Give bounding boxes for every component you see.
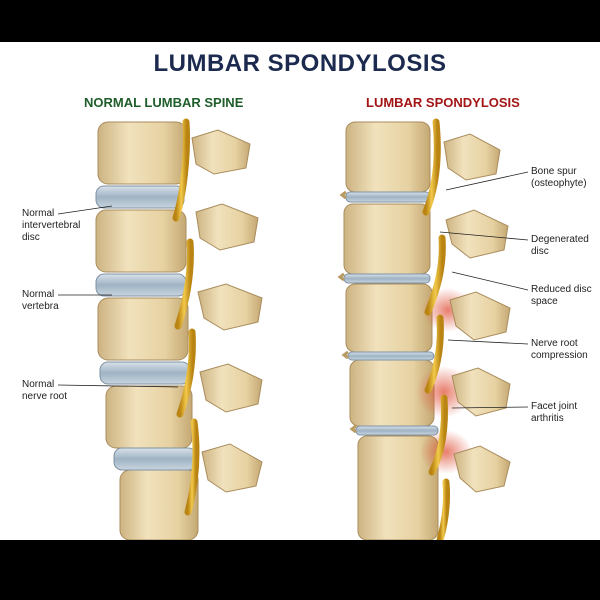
normal-posterior-element-4 [199, 363, 263, 413]
spond-osteophytes-left [337, 190, 357, 434]
normal-vertebra-3 [97, 297, 189, 361]
label-reduced-space: Reduced disc space [531, 284, 592, 307]
main-title: LUMBAR SPONDYLOSIS [153, 50, 447, 77]
spond-vertebra-5 [357, 435, 439, 540]
spond-disc-3 [347, 351, 435, 361]
spine-illustration [57, 118, 529, 540]
spond-nerve-root-3 [424, 314, 444, 394]
normal-nerve-root-3 [176, 328, 196, 418]
normal-nerve-root-4 [184, 418, 200, 516]
spond-posterior-element-1 [443, 133, 501, 181]
leader-normal-disc [57, 205, 113, 215]
normal-posterior-element-2 [195, 203, 259, 251]
label-nerve-compression: Nerve root compression [531, 338, 588, 361]
normal-vertebra-1 [97, 121, 187, 185]
normal-spine-heading: NORMAL LUMBAR SPINE [84, 95, 244, 110]
normal-spine [95, 118, 263, 540]
leader-bone-spur [445, 171, 529, 191]
spond-disc-1 [345, 191, 431, 203]
spond-vertebra-2 [343, 203, 431, 275]
normal-nerve-root-2 [174, 238, 194, 330]
leader-reduced-space [451, 271, 529, 291]
spond-disc-2 [343, 273, 431, 284]
spond-posterior-element-2 [445, 209, 509, 259]
spond-posterior-element-3 [449, 291, 511, 341]
leader-degenerated-disc [439, 231, 529, 241]
normal-posterior-element-3 [197, 283, 263, 331]
label-bone-spur: Bone spur (osteophyte) [531, 166, 587, 189]
normal-disc-1 [95, 185, 185, 209]
spond-nerve-root-1 [422, 118, 441, 216]
normal-disc-3 [99, 361, 191, 385]
spond-posterior-element-4 [451, 367, 511, 417]
leader-nerve-compression [447, 339, 529, 345]
label-normal-nerve: Normal nerve root [22, 379, 68, 402]
normal-disc-2 [95, 273, 187, 297]
normal-posterior-element-5 [201, 443, 263, 493]
label-facet-arthritis: Facet joint arthritis [531, 401, 578, 424]
normal-vertebra-2 [95, 209, 187, 273]
illustration-frame: LUMBAR SPONDYLOSIS NORMAL LUMBAR SPINE L… [0, 42, 600, 540]
normal-disc-4 [113, 447, 197, 471]
leader-lines [57, 171, 529, 409]
spond-nerve-root-4 [428, 394, 448, 476]
spond-vertebra-1 [345, 121, 431, 193]
leader-normal-nerve [57, 384, 179, 388]
spond-posterior-element-5 [453, 445, 511, 493]
spond-nerve-root-5 [436, 478, 450, 540]
spondylosis-heading: LUMBAR SPONDYLOSIS [366, 95, 520, 110]
spond-nerve-root-2 [424, 234, 446, 316]
label-degenerated-disc: Degenerated disc [531, 234, 589, 257]
label-normal-disc: Normal intervertebral disc [22, 208, 81, 243]
spond-vertebra-3 [345, 283, 433, 353]
normal-nerve-root-1 [172, 118, 190, 222]
spondylosis-spine [337, 118, 511, 540]
normal-posterior-element-1 [191, 129, 251, 175]
label-normal-vertebra: Normal vertebra [22, 289, 59, 312]
leader-facet-arthritis [451, 406, 529, 409]
spond-disc-4 [355, 425, 439, 436]
